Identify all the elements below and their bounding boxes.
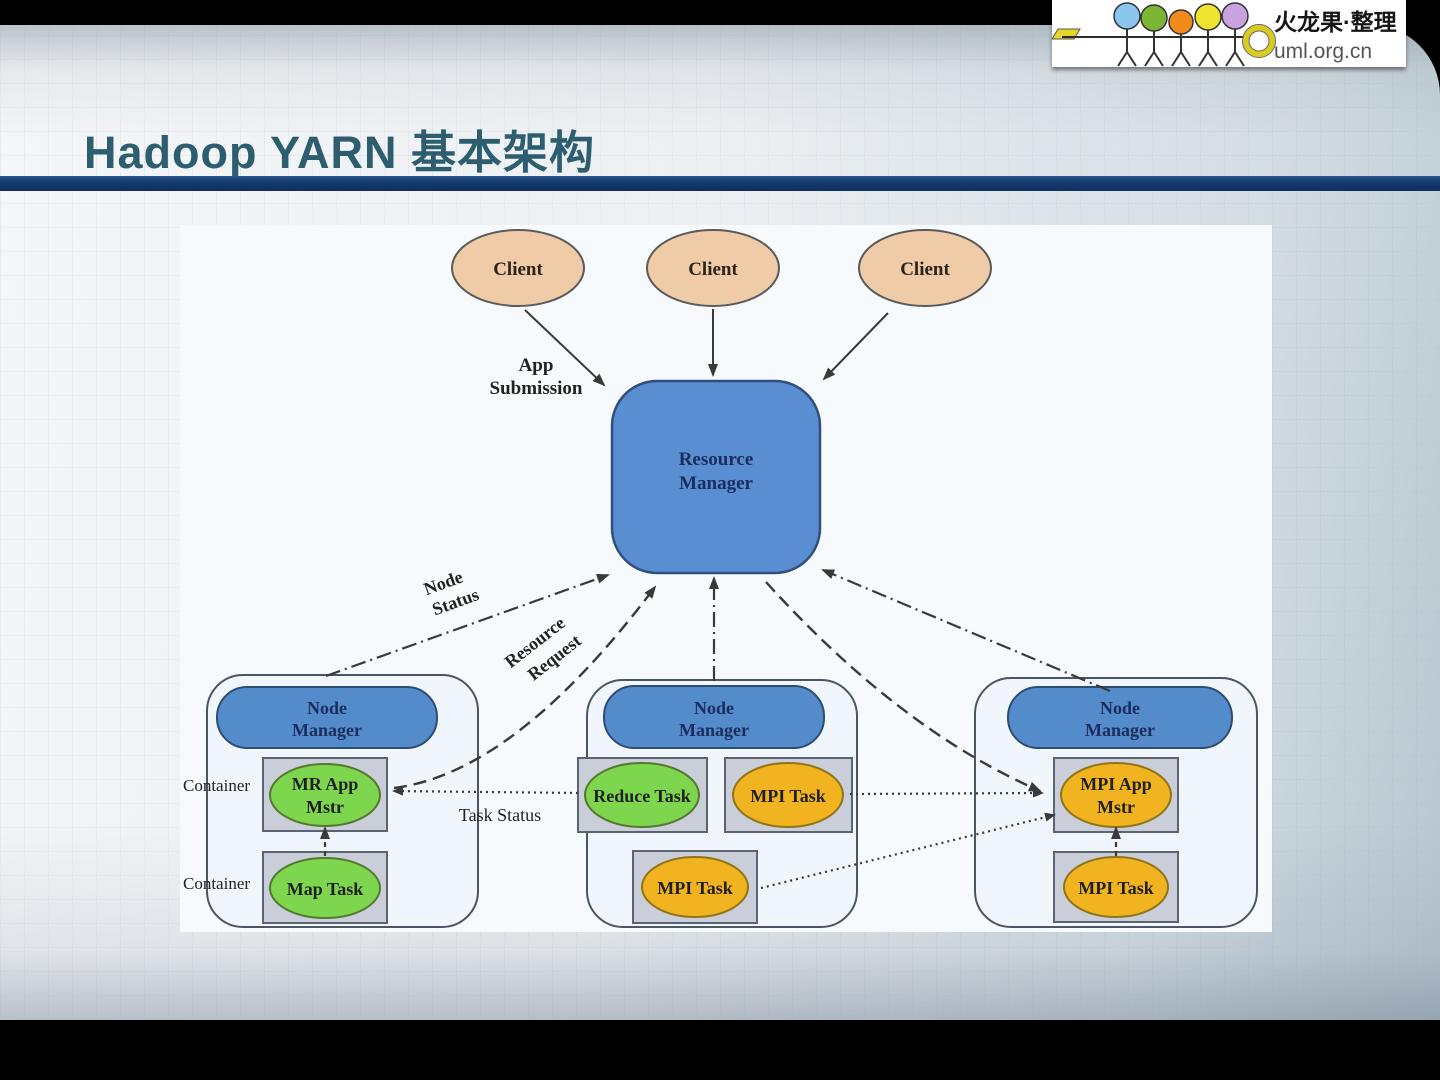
- node-manager-label: Manager: [1085, 720, 1155, 740]
- yarn-architecture-diagram: Node Manager Node Manager Node Manager M…: [180, 225, 1272, 932]
- app-submission-label: App: [519, 355, 554, 376]
- client-label: Client: [900, 259, 950, 280]
- logo-site: uml.org.cn: [1274, 40, 1372, 63]
- node-manager-right: Node Manager: [1007, 686, 1233, 749]
- node-manager-label: Node: [307, 698, 347, 718]
- arrow-task-status-mpi-bottom: [760, 812, 1056, 890]
- logo-figures-icon: 火龙果·整理 uml.org.cn: [1051, 2, 1397, 67]
- node-manager-label: Manager: [679, 720, 749, 740]
- task-status-label: Task Status: [459, 805, 541, 825]
- page-title: Hadoop YARN 基本架构: [84, 127, 596, 178]
- stick-figure-blue: [1113, 2, 1141, 67]
- logo-ring-outline-inner: [1248, 30, 1270, 52]
- mpi-task-label: MPI Task: [657, 878, 733, 898]
- arrow-node-status-left: [325, 573, 610, 678]
- title-underline-bar: [0, 176, 1440, 191]
- node-manager-middle: Node Manager: [603, 685, 825, 749]
- logo-title: 火龙果·整理: [1274, 9, 1397, 35]
- mpi-task-node-middle-top: MPI Task: [724, 757, 853, 833]
- map-task-node: Map Task: [262, 851, 388, 924]
- mpi-task-label: MPI Task: [1078, 878, 1154, 898]
- map-task-label: Map Task: [287, 879, 364, 899]
- mr-app-mstr-label: Mstr: [306, 797, 344, 817]
- app-submission-label: Submission: [490, 378, 583, 399]
- resource-manager-label: Manager: [679, 473, 753, 494]
- node-manager-left: Node Manager: [216, 686, 438, 749]
- client-node-1: Client: [451, 229, 585, 307]
- client-node-3: Client: [858, 229, 992, 307]
- mpi-task-label: MPI Task: [750, 786, 826, 806]
- mpi-app-mstr-node: MPI App Mstr: [1053, 757, 1179, 833]
- reduce-task-node: Reduce Task: [577, 757, 708, 833]
- node-manager-label: Manager: [292, 720, 362, 740]
- logo-ring-outline-outer: [1242, 24, 1276, 58]
- arrow-app-submission-1: [524, 309, 606, 387]
- node-manager-label: Node: [694, 698, 734, 718]
- arrow-resource-request-right: [765, 581, 1042, 793]
- client-node-2: Client: [646, 229, 780, 307]
- logo: 火龙果·整理 uml.org.cn: [1051, 0, 1406, 67]
- stick-figure-green: [1140, 4, 1168, 67]
- container-label-2: Container: [183, 874, 250, 893]
- stick-figure-orange: [1168, 9, 1194, 67]
- client-label: Client: [688, 259, 738, 280]
- container-label-1: Container: [183, 776, 250, 795]
- arrow-app-submission-3: [822, 312, 889, 381]
- mpi-app-mstr-label: MPI App: [1080, 774, 1152, 794]
- node-manager-label: Node: [1100, 698, 1140, 718]
- reduce-task-label: Reduce Task: [593, 786, 691, 806]
- resource-manager-label: Resource: [679, 449, 754, 470]
- logo-stick-figures: [1113, 2, 1249, 67]
- arrow-resource-request-left: [393, 585, 657, 790]
- stick-figure-purple: [1221, 2, 1249, 67]
- mr-app-mstr-label: MR App: [292, 774, 359, 794]
- stick-figure-yellow: [1194, 3, 1222, 67]
- arrow-task-status-reduce-to-mr: [392, 786, 579, 796]
- client-label: Client: [493, 259, 543, 280]
- mr-app-mstr-node: MR App Mstr: [262, 757, 388, 832]
- mpi-app-mstr-label: Mstr: [1097, 797, 1135, 817]
- resource-manager-node: Resource Manager: [610, 379, 822, 575]
- mpi-task-node-middle-bottom: MPI Task: [632, 850, 758, 924]
- mpi-task-node-right: MPI Task: [1053, 851, 1179, 923]
- arrow-task-status-mpi-top: [849, 788, 1044, 798]
- logo-ring-icon: [1243, 25, 1275, 57]
- arrow-node-status-right: [821, 568, 1111, 693]
